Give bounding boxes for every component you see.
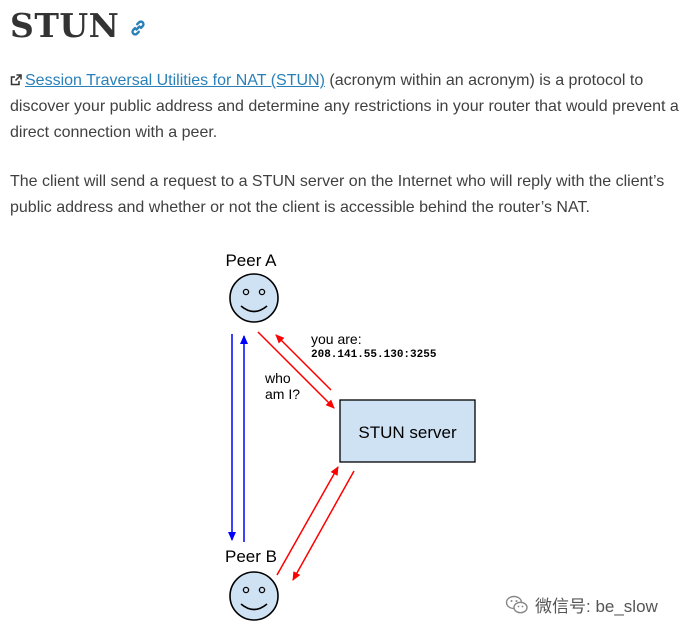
link-icon[interactable] [129, 19, 147, 37]
watermark: 微信号: be_slow [505, 592, 658, 617]
watermark-text: 微信号: be_slow [535, 597, 658, 616]
peer-a-face-icon [229, 273, 279, 323]
client-request-paragraph: The client will send a request to a STUN… [10, 173, 665, 216]
stun-wiki-link[interactable]: Session Traversal Utilities for NAT (STU… [25, 72, 325, 89]
request-label-line2: am I? [265, 386, 300, 402]
request-arrow [257, 331, 335, 409]
request-label-line1: who [264, 370, 291, 386]
stun-server-label: STUN server [358, 423, 457, 442]
wechat-icon [505, 594, 529, 616]
stun-server-box [339, 399, 476, 463]
page-title: STUN [10, 6, 120, 45]
page-heading: STUN [10, 4, 147, 48]
intro-paragraph: Session Traversal Utilities for NAT (STU… [10, 68, 682, 146]
response-label-line1: you are: [311, 331, 362, 347]
external-link-icon [10, 69, 22, 86]
stun-to-peer-b-arrow [292, 470, 355, 581]
response-arrow [275, 334, 332, 391]
response-label-line2: 208.141.55.130:3255 [311, 349, 437, 361]
peer-b-label: Peer B [225, 547, 277, 566]
peer-b-face-icon [229, 571, 279, 621]
peer-a-label: Peer A [225, 251, 277, 270]
peer-b-to-stun-arrow [276, 466, 339, 576]
intro-paragraph-text: (acronym within an acronym) is a protoco… [10, 72, 679, 141]
